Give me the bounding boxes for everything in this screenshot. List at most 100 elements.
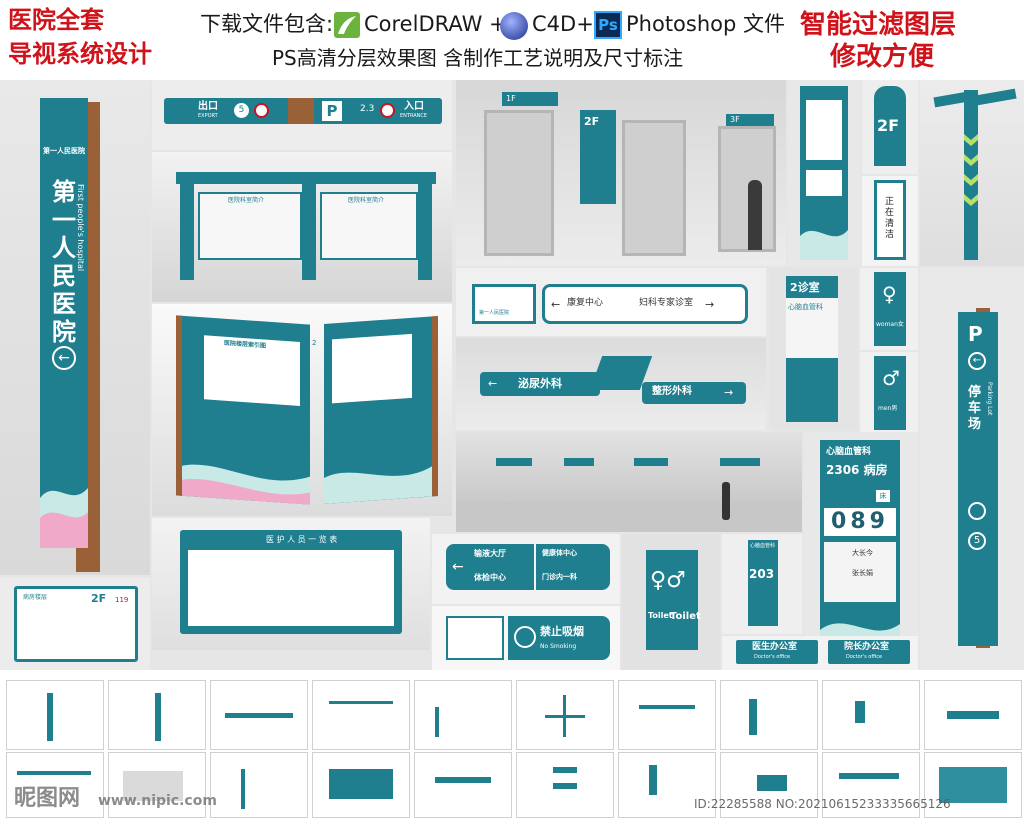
hanging-logo-box: 第一人民医院 xyxy=(472,284,536,324)
room2-label: 2诊室 xyxy=(790,281,820,294)
directory-wave xyxy=(800,230,848,260)
toilet-people-icon: ♀♂ xyxy=(650,568,686,593)
elevator-lobby-photo: 1F 2F 3F xyxy=(456,80,786,266)
thumbnail-3 xyxy=(210,680,308,750)
urology-sign: ← 泌尿外科 xyxy=(480,372,600,396)
watermark-url: www.nipic.com xyxy=(98,793,217,809)
corridor-sign-3 xyxy=(634,458,668,466)
chief-name-1: 大长今 xyxy=(852,549,873,557)
cleaning-sign: 正在清洁 xyxy=(874,180,906,260)
cleaning-panel: 正在清洁 xyxy=(862,176,918,266)
clinic-label: 门诊内一科 xyxy=(542,573,577,581)
corridor-sign-2 xyxy=(564,458,594,466)
bed-digits: 089 xyxy=(824,508,896,536)
corridor-person xyxy=(722,482,730,520)
notice-board-right-title: 医院科室简介 xyxy=(348,197,385,204)
exit-entrance-sign: 出口 EXPORT 5 P 2.3 入口 ENTRANCE xyxy=(164,98,442,124)
staff-board-title: 医 护 人 员 一 览 表 xyxy=(266,535,338,544)
speed-limit-badge: 5 xyxy=(968,532,986,550)
parking-p-badge: P xyxy=(322,101,342,121)
floor-2f-panel: 2F xyxy=(862,80,918,174)
gyn-label: 妇科专家诊室 xyxy=(639,298,694,308)
coreldraw-icon xyxy=(334,12,360,38)
thumbnail-15 xyxy=(414,752,512,818)
title-right-line1: 智能过滤图层 xyxy=(800,10,957,40)
thumbnail-20 xyxy=(924,752,1022,818)
arrow-right-icon-plastic: → xyxy=(724,386,734,399)
ward-number: 2306 病房 xyxy=(826,463,888,477)
exam-label: 体检中心 xyxy=(474,573,506,582)
directory-sign xyxy=(800,86,848,260)
arrow-left-icon-rehab: ← xyxy=(551,298,561,311)
floor-board-panel: 病房楼层 2F 119 xyxy=(0,578,150,670)
thumbnail-12 xyxy=(108,752,206,818)
hall-right-sign: 健康体中心 门诊内一科 xyxy=(536,544,610,590)
no-parking-icon xyxy=(968,502,986,520)
ward-dept: 心脑血管科 xyxy=(826,447,872,457)
thumbnail-4 xyxy=(312,680,410,750)
notice-board-left-title: 医院科室简介 xyxy=(228,197,265,204)
floor-board-title: 病房楼层 xyxy=(23,594,48,601)
dean-office-sign: 院长办公室 Doctor's office xyxy=(828,640,910,664)
floor-2f-sign: 2F xyxy=(874,86,906,166)
thumbnail-18 xyxy=(720,752,818,818)
elevator-header-1: 1F xyxy=(502,92,558,106)
notice-board-left: 医院科室简介 xyxy=(198,192,302,260)
entry-label: 入口 xyxy=(404,101,424,112)
entry-num: 2.3 xyxy=(360,104,375,114)
no-smoking-panel: 禁止吸烟 No Smoking xyxy=(432,606,620,670)
notice-board-roof xyxy=(176,172,436,184)
woman-sign: ♀ woman女 xyxy=(874,272,906,346)
exit-label-en: EXPORT xyxy=(198,113,218,119)
photoshop-label: Photoshop 文件 xyxy=(626,12,786,36)
plastic-label: 整形外科 xyxy=(652,386,692,397)
staff-board-grid xyxy=(188,550,394,626)
elevator-door-1 xyxy=(484,110,554,256)
thumbnail-17 xyxy=(618,752,716,818)
health-label: 健康体中心 xyxy=(542,549,577,557)
parking-cn3: 场 xyxy=(968,417,982,432)
doctor-office-label-en: Doctor's office xyxy=(754,654,791,660)
room203-number: 203 xyxy=(749,567,775,581)
notice-board-right: 医院科室简介 xyxy=(320,192,418,260)
arrow-left-icon-urology: ← xyxy=(488,377,498,390)
arrow-left-icon: ← xyxy=(52,346,76,370)
exit-entrance-panel: 出口 EXPORT 5 P 2.3 入口 ENTRANCE xyxy=(152,80,452,150)
directory-box xyxy=(806,170,842,196)
parking-en: Parking Lot xyxy=(986,382,993,416)
staff-board-panel: 医 护 人 员 一 览 表 xyxy=(152,518,430,650)
room203-dept: 心脑血管科 xyxy=(750,543,776,549)
no-smoking-label: 禁止吸烟 xyxy=(540,625,584,638)
arrow-left-icon-parking: ← xyxy=(968,352,986,370)
exit-num-badge: 5 xyxy=(234,103,249,118)
no-smoking-logo-box xyxy=(446,616,504,660)
room203-sign: 心脑血管科 203 xyxy=(748,540,778,626)
floor-board-floor: 2F xyxy=(91,592,107,605)
entry-label-en: ENTRANCE xyxy=(400,113,428,119)
toilet-panel: ♀♂ Toilet Toilet xyxy=(622,534,720,670)
doctor-office-label: 医生办公室 xyxy=(752,642,798,652)
staff-board: 医 护 人 员 一 览 表 xyxy=(180,530,402,634)
elevator-directory-sign: 2F xyxy=(580,110,616,204)
wood-divider xyxy=(288,98,314,124)
notice-board-post-right xyxy=(418,182,432,280)
corridor-floor xyxy=(456,502,802,532)
cinema4d-icon xyxy=(500,12,528,40)
elevator-door-3 xyxy=(718,126,776,252)
corridor-photo xyxy=(456,432,802,532)
floor-guide-wave xyxy=(182,464,310,505)
infusion-label: 输液大厅 xyxy=(474,549,506,558)
tower-english-name: First people's hospital xyxy=(76,184,85,272)
men-sign-panel: ♂ men男 xyxy=(860,352,918,434)
woman-sign-panel: ♀ woman女 xyxy=(860,268,918,350)
cleaning-label: 正在清洁 xyxy=(885,197,895,240)
title-right-line2: 修改方便 xyxy=(830,42,935,72)
thumbnail-19 xyxy=(822,752,920,818)
no-smoking-icon xyxy=(514,626,536,648)
floor-guide-num: 2 xyxy=(312,339,317,347)
room203-panel: 心脑血管科 203 xyxy=(722,534,802,634)
title-left-line1: 医院全套 xyxy=(8,6,104,34)
parking-panel: P ← 停 车 场 Parking Lot 5 xyxy=(920,268,1024,670)
thumbnail-1 xyxy=(6,680,104,750)
elevator-door-2 xyxy=(622,120,686,256)
